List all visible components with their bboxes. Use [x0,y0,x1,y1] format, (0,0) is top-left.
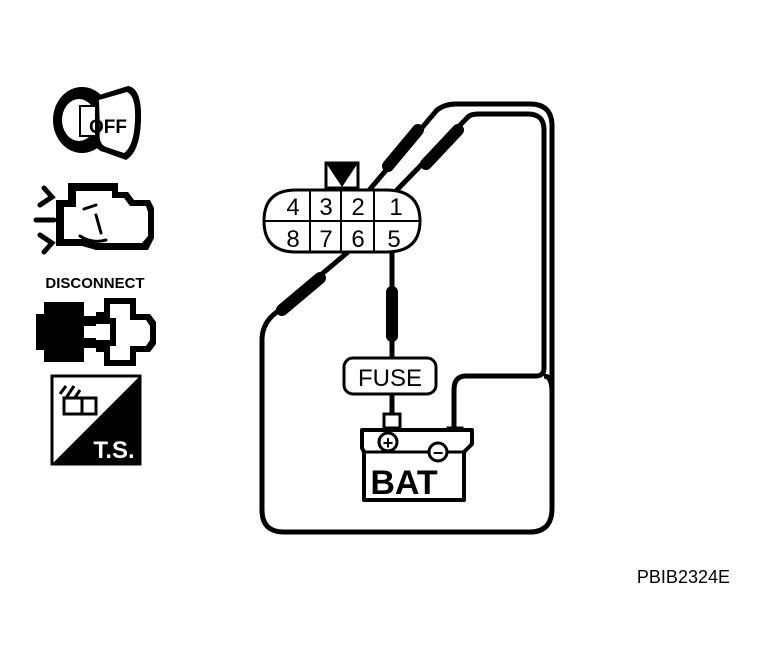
key-off-label: OFF [89,117,127,138]
fuse-label: FUSE [358,365,422,392]
wire-battery-neg [543,373,555,393]
battery: + − BAT [360,412,474,502]
figure-id: PBIB2324E [637,567,730,587]
disconnect-icon: DISCONNECT [36,275,156,366]
ignition-off-icon: OFF [53,86,142,160]
connector: 4 3 2 1 8 7 6 5 [262,161,422,254]
ts-label: T.S. [93,437,134,464]
ts-icon: T.S. [50,374,142,466]
battery-plus: + [383,433,394,453]
pin-8: 8 [286,226,299,253]
pin-2: 2 [351,194,364,221]
engine-icon [33,183,154,255]
disconnect-label: DISCONNECT [45,275,144,292]
battery-minus: − [433,443,444,463]
pin-7: 7 [319,226,332,253]
connector-lock-icon [326,163,358,187]
pin-5: 5 [387,226,400,253]
pin-3: 3 [319,194,332,221]
pin-1: 1 [389,194,402,221]
wire-pin1-loop [390,111,547,432]
pin-4: 4 [286,194,299,221]
wire-pin2-loop [259,101,555,535]
pin-6: 6 [351,226,364,253]
battery-label: BAT [370,464,438,502]
fuse: FUSE [342,356,438,396]
